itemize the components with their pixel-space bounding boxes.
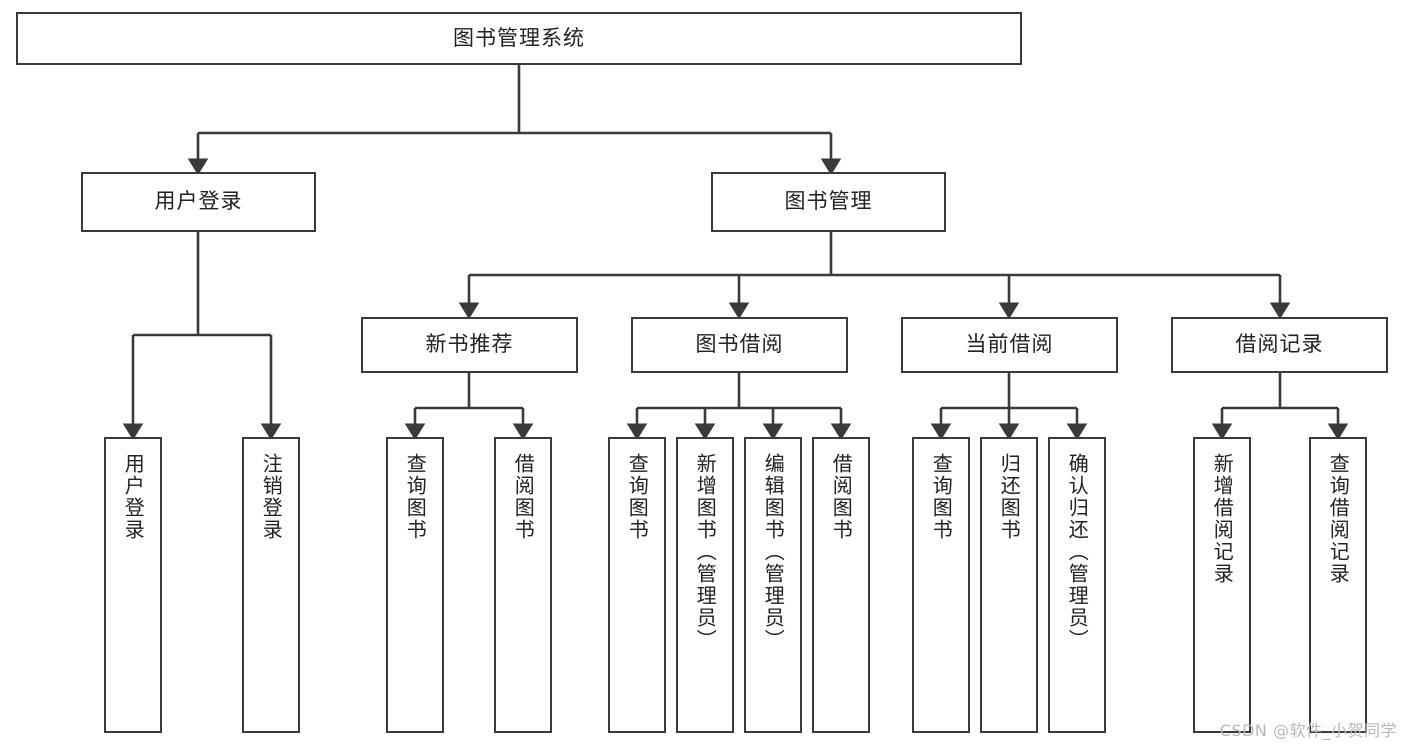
leaf-user-login-signin[interactable]: 用户登录 [104, 437, 162, 733]
node-current-borrow-label: 当前借阅 [965, 332, 1054, 357]
node-book-management-label: 图书管理 [784, 189, 873, 214]
node-new-book-recommend-label: 新书推荐 [425, 332, 514, 357]
leaf-label: 新增借阅记录 [1210, 453, 1235, 585]
leaf-label: 查询图书 [403, 453, 428, 541]
leaf-new-book-borrow[interactable]: 借阅图书 [494, 437, 552, 733]
node-user-login[interactable]: 用户登录 [81, 172, 316, 232]
leaf-label: 查询图书 [929, 453, 954, 541]
node-root-label: 图书管理系统 [453, 25, 585, 50]
leaf-label: 确认归还（管理员） [1065, 453, 1090, 651]
leaf-new-book-query[interactable]: 查询图书 [386, 437, 444, 733]
leaf-label: 借阅图书 [511, 453, 536, 541]
node-user-login-label: 用户登录 [154, 189, 243, 214]
node-book-borrow[interactable]: 图书借阅 [631, 317, 848, 373]
leaf-label: 借阅图书 [829, 453, 854, 541]
node-current-borrow[interactable]: 当前借阅 [901, 317, 1118, 373]
leaf-records-add-record[interactable]: 新增借阅记录 [1193, 437, 1251, 733]
leaf-current-return-book[interactable]: 归还图书 [980, 437, 1038, 733]
leaf-label: 归还图书 [997, 453, 1022, 541]
leaf-current-query-book[interactable]: 查询图书 [912, 437, 970, 733]
leaf-borrow-edit-book[interactable]: 编辑图书（管理员） [744, 437, 802, 733]
leaf-label: 查询借阅记录 [1326, 453, 1351, 585]
leaf-label: 新增图书（管理员） [693, 453, 718, 651]
leaf-borrow-borrow-book[interactable]: 借阅图书 [812, 437, 870, 733]
node-root-system[interactable]: 图书管理系统 [16, 12, 1022, 65]
leaf-label: 注销登录 [259, 453, 284, 541]
leaf-records-query-record[interactable]: 查询借阅记录 [1309, 437, 1367, 733]
leaf-label: 编辑图书（管理员） [761, 453, 786, 651]
leaf-borrow-query-book[interactable]: 查询图书 [608, 437, 666, 733]
leaf-user-login-signout[interactable]: 注销登录 [242, 437, 300, 733]
csdn-watermark: CSDN @软件_小贺同学 [1219, 721, 1397, 740]
node-borrow-records[interactable]: 借阅记录 [1171, 317, 1388, 373]
leaf-label: 用户登录 [121, 453, 146, 541]
leaf-label: 查询图书 [625, 453, 650, 541]
node-borrow-records-label: 借阅记录 [1235, 332, 1324, 357]
leaf-borrow-add-book[interactable]: 新增图书（管理员） [676, 437, 734, 733]
node-new-book-recommend[interactable]: 新书推荐 [361, 317, 578, 373]
leaf-current-confirm-return[interactable]: 确认归还（管理员） [1048, 437, 1106, 733]
node-book-borrow-label: 图书借阅 [695, 332, 784, 357]
node-book-management[interactable]: 图书管理 [711, 172, 946, 232]
